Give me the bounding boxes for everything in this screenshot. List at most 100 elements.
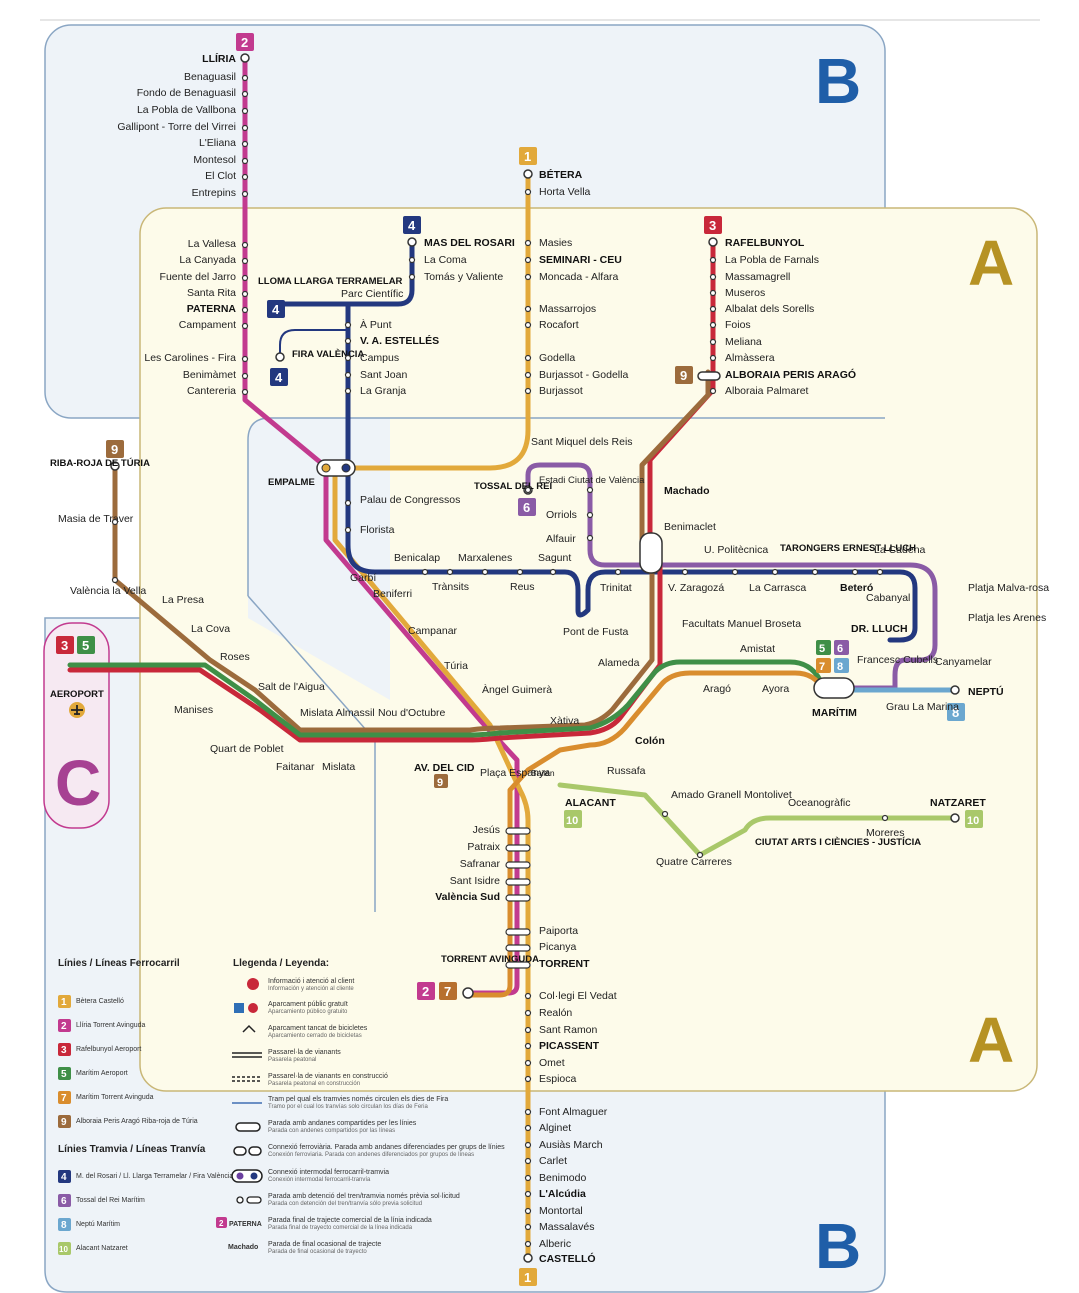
- station-oceanografic[interactable]: Oceanogràfic: [788, 797, 850, 809]
- station-alcudia[interactable]: L'Alcúdia: [539, 1188, 586, 1200]
- station-alacant[interactable]: ALACANT: [565, 797, 616, 809]
- station-fuente-jarro[interactable]: Fuente del Jarro: [160, 271, 237, 283]
- station-rafelbunyol[interactable]: RAFELBUNYOL: [725, 237, 805, 249]
- station-turia[interactable]: Túria: [444, 660, 468, 672]
- station-va-estelles[interactable]: V. A. ESTELLÉS: [360, 334, 439, 347]
- station-fira-valencia[interactable]: FIRA VALÈNCIA: [292, 349, 364, 360]
- station-cantereria[interactable]: Cantereria: [187, 385, 236, 397]
- station-mislata[interactable]: Mislata: [322, 761, 355, 773]
- station-sant-isidre[interactable]: Sant Isidre: [450, 875, 500, 887]
- station-colegi[interactable]: Col·legi El Vedat: [539, 990, 617, 1002]
- station-valencia-sud[interactable]: València Sud: [435, 891, 500, 903]
- station-meliana[interactable]: Meliana: [725, 336, 762, 348]
- station-almassera[interactable]: Almàssera: [725, 352, 775, 364]
- station-lloma-llarga[interactable]: LLOMA LLARGA TERRAMELAR: [258, 276, 403, 287]
- station-la-cova[interactable]: La Cova: [191, 623, 230, 635]
- station-benimodo[interactable]: Benimodo: [539, 1172, 586, 1184]
- station-marxalenes[interactable]: Marxalenes: [458, 552, 512, 564]
- station-florista[interactable]: Florista: [360, 524, 395, 536]
- station-pont-fusta[interactable]: Pont de Fusta: [563, 626, 629, 638]
- station-albalat[interactable]: Albalat dels Sorells: [725, 303, 814, 315]
- station-lliria[interactable]: LLÍRIA: [202, 52, 236, 65]
- station-la-granja[interactable]: La Granja: [360, 385, 406, 397]
- station-tomas[interactable]: Tomás y Valiente: [424, 271, 503, 283]
- station-natzaret[interactable]: NATZARET: [930, 797, 986, 809]
- station-benaguasil[interactable]: Benaguasil: [184, 71, 236, 83]
- station-gallipont[interactable]: Gallipont - Torre del Virrei: [117, 121, 236, 133]
- station-massamagrell[interactable]: Massamagrell: [725, 271, 790, 283]
- station-cadena[interactable]: La Cadena: [874, 544, 926, 556]
- station-betero[interactable]: Beteró: [840, 582, 873, 594]
- station-pobla-vallbona[interactable]: La Pobla de Vallbona: [137, 104, 236, 116]
- station-palau[interactable]: Palau de Congressos: [360, 494, 460, 506]
- station-quatre[interactable]: Quatre Carreres: [656, 856, 732, 868]
- station-carlet[interactable]: Carlet: [539, 1155, 567, 1167]
- station-omet[interactable]: Omet: [539, 1057, 565, 1069]
- station-montortal[interactable]: Montortal: [539, 1205, 583, 1217]
- station-pobla-farnals[interactable]: La Pobla de Farnals: [725, 254, 819, 266]
- station-aeroport[interactable]: AEROPORT: [50, 689, 104, 700]
- station-espioca[interactable]: Espioca: [539, 1073, 577, 1085]
- station-mislata-almassil[interactable]: Mislata Almassil: [300, 707, 375, 719]
- station-arenes[interactable]: Platja les Arenes: [968, 612, 1046, 624]
- station-trinitat[interactable]: Trinitat: [600, 582, 632, 594]
- station-tarongers[interactable]: TARONGERS ERNEST LLUCH: [780, 543, 916, 554]
- station-safranar[interactable]: Safranar: [460, 858, 501, 870]
- station-salt[interactable]: Salt de l'Aigua: [258, 681, 325, 693]
- station-manises[interactable]: Manises: [174, 704, 213, 716]
- station-parc-cientific[interactable]: Parc Científic: [341, 288, 403, 300]
- station-montesol[interactable]: Montesol: [193, 154, 236, 166]
- station-bailen[interactable]: Bailén: [531, 768, 555, 778]
- station-ciutat-arts[interactable]: CIUTAT ARTS I CIÈNCIES - JUSTÍCIA: [755, 837, 921, 848]
- station-sant-ramon[interactable]: Sant Ramon: [539, 1024, 598, 1036]
- station-drlluch[interactable]: DR. LLUCH: [851, 623, 908, 635]
- station-faitanar[interactable]: Faitanar: [276, 761, 315, 773]
- station-amistat[interactable]: Amistat: [740, 643, 775, 655]
- station-alfauir[interactable]: Alfauir: [546, 533, 576, 545]
- station-la-coma[interactable]: La Coma: [424, 254, 467, 266]
- station-betera[interactable]: BÉTERA: [539, 168, 583, 181]
- station-vallesa[interactable]: La Vallesa: [188, 238, 236, 250]
- station-orriols[interactable]: Orriols: [546, 509, 577, 521]
- station-foios[interactable]: Foios: [725, 319, 751, 331]
- station-malvarosa[interactable]: Platja Malva-rosa: [968, 582, 1049, 594]
- station-alginet[interactable]: Alginet: [539, 1122, 571, 1134]
- station-seminari[interactable]: SEMINARI - CEU: [539, 254, 622, 266]
- station-canyada[interactable]: La Canyada: [179, 254, 236, 266]
- station-torrent-avinguda[interactable]: TORRENT AVINGUDA: [441, 954, 539, 965]
- station-nou-octubre[interactable]: Nou d'Octubre: [378, 707, 446, 719]
- station-masia-traver[interactable]: Masia de Traver: [58, 513, 134, 525]
- station-santa-rita[interactable]: Santa Rita: [187, 287, 236, 299]
- station-mas-rosari[interactable]: MAS DEL ROSARI: [424, 237, 515, 249]
- station-burjassot[interactable]: Burjassot: [539, 385, 583, 397]
- station-rocafort[interactable]: Rocafort: [539, 319, 579, 331]
- station-massalaves[interactable]: Massalavés: [539, 1221, 594, 1233]
- station-museros[interactable]: Museros: [725, 287, 765, 299]
- station-alberic[interactable]: Alberic: [539, 1238, 571, 1250]
- station-transits[interactable]: Trànsits: [432, 581, 469, 593]
- station-campus[interactable]: Campus: [360, 352, 399, 364]
- station-castello[interactable]: CASTELLÓ: [539, 1252, 596, 1265]
- station-upolitecnica[interactable]: U. Politècnica: [704, 544, 768, 556]
- station-horta-vella[interactable]: Horta Vella: [539, 186, 591, 198]
- station-roses[interactable]: Roses: [220, 651, 250, 663]
- station-burjassot-godella[interactable]: Burjassot - Godella: [539, 369, 628, 381]
- station-beniferri[interactable]: Beniferri: [373, 588, 412, 600]
- station-maritim[interactable]: MARÍTIM: [812, 706, 857, 719]
- station-alameda[interactable]: Alameda: [598, 657, 640, 669]
- station-eliana[interactable]: L'Eliana: [199, 137, 236, 149]
- station-campanar[interactable]: Campanar: [408, 625, 458, 637]
- station-massarrojos[interactable]: Massarrojos: [539, 303, 596, 315]
- station-a-punt[interactable]: À Punt: [360, 318, 392, 331]
- station-ausias[interactable]: Ausiàs March: [539, 1139, 603, 1151]
- station-neptu[interactable]: NEPTÚ: [968, 685, 1004, 698]
- station-campament[interactable]: Campament: [179, 319, 236, 331]
- station-francesc[interactable]: Francesc Cubells: [857, 654, 938, 666]
- station-valencia-vella[interactable]: València la Vella: [70, 585, 146, 597]
- station-picanya[interactable]: Picanya: [539, 941, 577, 953]
- station-alboraia-peris[interactable]: ALBORAIA PERIS ARAGÓ: [725, 368, 856, 381]
- station-font-almaguer[interactable]: Font Almaguer: [539, 1106, 608, 1118]
- station-garbi[interactable]: Garbí: [350, 572, 376, 584]
- station-xativa[interactable]: Xàtiva: [550, 715, 579, 727]
- station-machado[interactable]: Machado: [664, 485, 710, 497]
